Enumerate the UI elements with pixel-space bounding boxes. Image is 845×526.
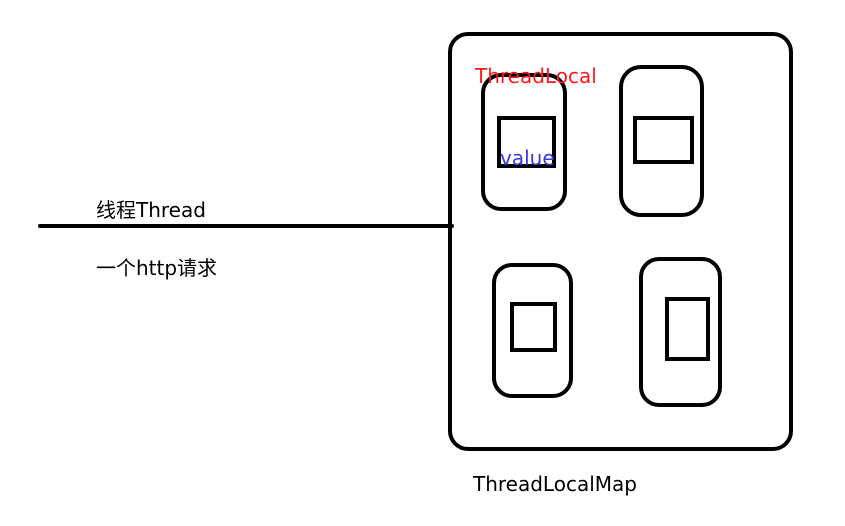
map-entry-4 <box>639 257 722 407</box>
http-request-label: 一个http请求 <box>96 256 218 280</box>
map-entry-2-value-box <box>633 116 694 164</box>
threadlocalmap-container <box>448 32 793 451</box>
thread-label: 线程Thread <box>96 198 206 222</box>
map-entry-4-value-box <box>665 297 710 361</box>
value-label: value <box>500 146 555 170</box>
map-entry-1-value-box <box>497 116 556 168</box>
threadlocal-label: ThreadLocal <box>475 64 597 88</box>
map-entry-3 <box>492 263 573 398</box>
map-entry-1 <box>481 73 567 211</box>
threadlocalmap-label: ThreadLocalMap <box>473 472 637 496</box>
map-entry-3-value-box <box>510 302 557 352</box>
map-entry-2 <box>619 65 704 217</box>
